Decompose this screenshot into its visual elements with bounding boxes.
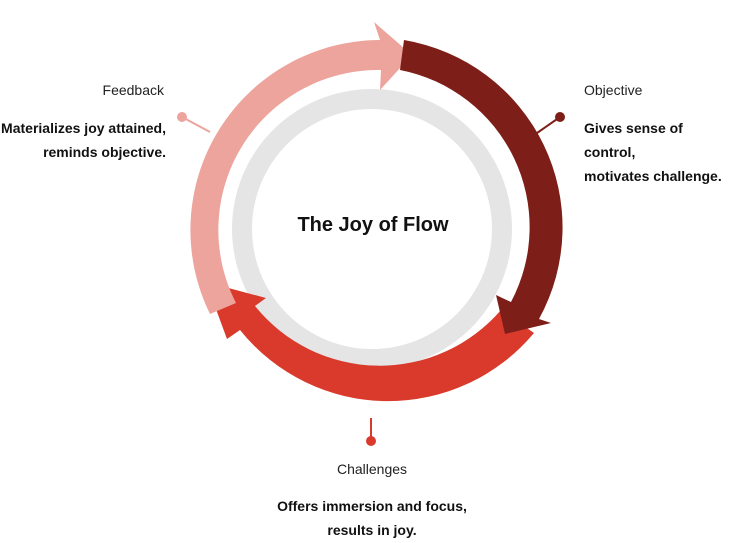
objective-description: Gives sense of control, motivates challe… [584,116,732,188]
feedback-connector [177,112,211,133]
challenges-description-line: Offers immersion and focus, [277,498,467,514]
feedback-title: Feedback [102,82,164,98]
center-disc [252,109,492,349]
feedback-arrow [190,22,412,314]
diagram-title: The Joy of Flow [297,214,449,236]
challenges-connector [366,418,376,446]
objective-arrow [400,40,563,334]
objective-description-line: motivates challenge. [584,168,722,184]
challenges-arrow [206,282,534,402]
objective-title: Objective [584,82,643,98]
objective-description-line: Gives sense of control, [584,120,683,160]
challenges-description: Offers immersion and focus, results in j… [232,494,512,542]
objective-connector [536,112,565,134]
challenges-title: Challenges [336,461,408,477]
feedback-description-line: reminds objective. [43,144,166,160]
challenges-description-line: results in joy. [327,522,417,538]
feedback-description-line: Materializes joy attained, [1,120,166,136]
feedback-description: Materializes joy attained, reminds objec… [0,116,166,164]
